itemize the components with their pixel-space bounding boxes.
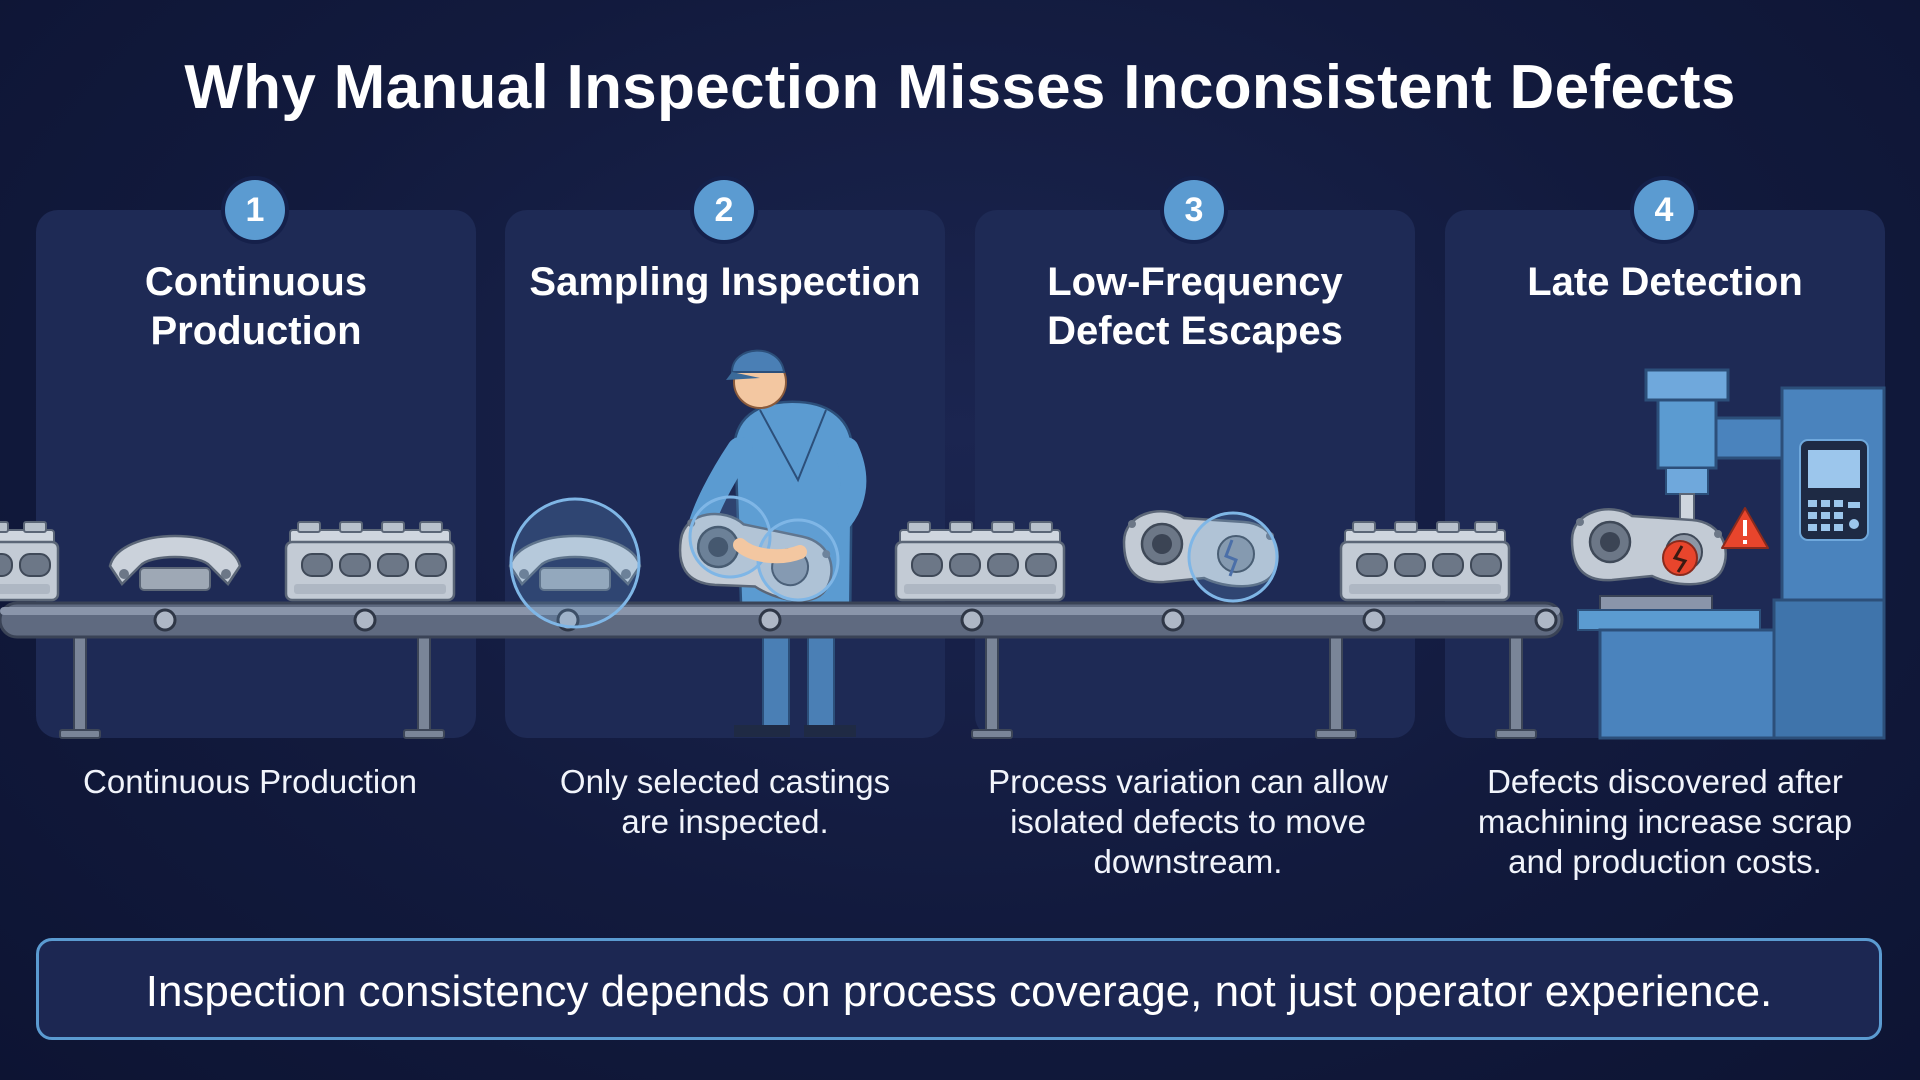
warning-icon [1721, 507, 1769, 549]
step-title-1: Continuous Production [144, 260, 368, 353]
step-badge-3: 3 [1164, 180, 1224, 240]
defective-housing [1122, 510, 1279, 603]
footer-text: Inspection consistency depends on proces… [145, 967, 1773, 1016]
machined-defective-part [1570, 508, 1727, 586]
step-panel-1: Continuous Production [36, 210, 476, 738]
step-title-3: Low-Frequency Defect Escapes [1047, 260, 1343, 353]
step-badge-1: 1 [225, 180, 285, 240]
step-title-4: Late Detection [1527, 260, 1803, 304]
inspected-caliper [508, 497, 642, 629]
footer-callout: Inspection consistency depends on proces… [36, 938, 1882, 1040]
inspected-housing [673, 495, 840, 607]
step-description-2: Only selected castings are inspected. [559, 763, 891, 840]
cnc-machine [1577, 368, 1886, 740]
step-panel-3: Low-Frequency Defect Escapes [975, 210, 1415, 738]
step-title-2: Sampling Inspection [529, 260, 921, 304]
step-badge-4: 4 [1634, 180, 1694, 240]
step-badge-2: 2 [694, 180, 754, 240]
step-description-3: Process variation can allow isolated def… [988, 763, 1388, 880]
step-description-1: Continuous Production [83, 763, 417, 800]
step-description-4: Defects discovered after machining incre… [1477, 763, 1853, 880]
page-title: Why Manual Inspection Misses Inconsisten… [184, 53, 1736, 122]
